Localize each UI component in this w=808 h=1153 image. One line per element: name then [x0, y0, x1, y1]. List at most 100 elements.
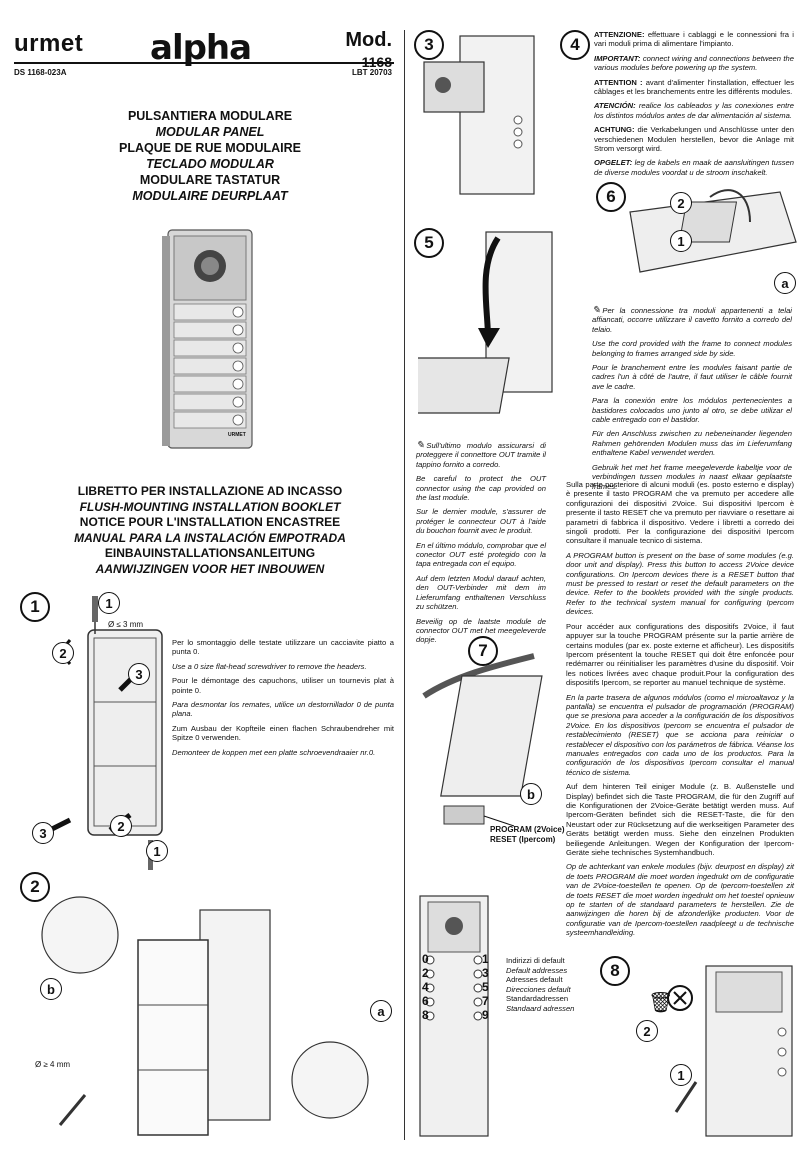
address-8: 8 — [422, 1008, 429, 1022]
address-label-en: Default addresses — [506, 965, 568, 975]
step-1-text-nl: Demonteer de koppen met een platte schro… — [172, 747, 376, 757]
step-4-it: ATTENZIONE: effettuare i cablaggi e le c… — [594, 30, 794, 49]
step-2-diameter: Ø ≥ 4 mm — [35, 1060, 71, 1069]
booklet-en: FLUSH-MOUNTING INSTALLATION BOOKLET — [79, 499, 341, 514]
step-5-note-it: ✎Sull'ultimo modulo assicurarsi di prote… — [416, 441, 546, 469]
program-nl: Op de achterkant van enkele modules (bij… — [566, 862, 794, 938]
address-0: 0 — [422, 952, 429, 966]
address-label-es: Direcciones default — [506, 984, 571, 994]
step-4-es-body: realice los cableados y las conexiones e… — [594, 101, 794, 120]
step-4-nl-lead: OPGELET: — [594, 158, 633, 168]
step-1-sub-1-top: 1 — [98, 592, 120, 614]
booklet-it: LIBRETTO PER INSTALLAZIONE AD INCASSO — [77, 484, 343, 498]
step-6-note-en: Use the cord provided with the frame to … — [592, 339, 792, 358]
address-label-it: Indirizzi di default — [506, 956, 565, 965]
note-icon: ✎ — [592, 305, 601, 316]
program-de: Auf dem hinteren Teil einiger Module (z.… — [566, 782, 794, 858]
step-7-sub-b: b — [520, 783, 542, 805]
alpha-logo: alpha — [150, 28, 252, 68]
step-7-diagram — [414, 636, 564, 856]
step-1-text: Per lo smontaggio delle testate utilizza… — [172, 638, 394, 762]
step-5-diagram — [418, 228, 558, 418]
step-1-sub-1-bottom: 1 — [146, 840, 168, 862]
step-1-text-it: Per lo smontaggio delle testate utilizza… — [172, 638, 394, 657]
step-4-it-lead: ATTENZIONE: — [594, 30, 645, 39]
panel-logo-text: URMET — [228, 432, 246, 438]
step-4-nl: OPGELET: leg de kabels en maak de aanslu… — [594, 158, 794, 177]
step-1-text-fr: Pour le démontage des capuchons, utilise… — [172, 676, 394, 695]
step-6-sub-2: 2 — [670, 192, 692, 214]
step-4-es-lead: ATENCIÓN: — [594, 101, 636, 111]
step-1-sub-3-bottom: 3 — [32, 822, 54, 844]
urmet-logo: urmet — [14, 30, 84, 57]
program-texts: Sulla parte posteriore di alcuni moduli … — [566, 480, 794, 943]
title-de: MODULARE TASTATUR — [139, 173, 281, 187]
booklet-es: MANUAL PARA LA INSTALACIÓN EMPOTRADA — [74, 530, 346, 545]
step-1-sub-2-top: 2 — [52, 642, 74, 664]
step-1-diameter: Ø ≤ 3 mm — [108, 620, 144, 629]
program-label: PROGRAM (2Voice) — [490, 825, 565, 834]
step-8-sub-2: 2 — [636, 1020, 658, 1042]
booklet-fr: NOTICE POUR L'INSTALLATION ENCASTREE — [79, 515, 341, 529]
address-9: 9 — [482, 1008, 489, 1022]
step-6-note-nl: Gebruik het met het frame meegeleverde k… — [592, 462, 792, 491]
address-7: 7 — [482, 994, 489, 1008]
step-6-note-it: ✎Per la connessione tra moduli appartene… — [592, 306, 792, 334]
step-4-text: ATTENZIONE: effettuare i cablaggi e le c… — [594, 30, 794, 182]
title-en: MODULAR PANEL — [155, 125, 265, 139]
step-6-diagram — [620, 182, 800, 294]
step-3-marker: 3 — [414, 30, 444, 60]
step-6-note-es: Para la conexión entre los módulos perte… — [592, 396, 792, 425]
step-6-marker: 6 — [596, 182, 626, 212]
model-block: Mod. 1168 — [340, 30, 392, 70]
title-fr: PLAQUE DE RUE MODULAIRE — [119, 141, 301, 155]
step-4-fr-body: avant d'alimenter l'installation, effect… — [594, 77, 794, 97]
address-labels: Indirizzi di default Default addresses A… — [506, 956, 574, 1014]
address-label-fr: Adresses default — [506, 975, 563, 985]
step-1-marker: 1 — [20, 592, 50, 622]
address-label-de: Standardadressen — [506, 994, 569, 1004]
step-5-note-en: Be careful to protect the OUT connector … — [416, 474, 546, 503]
title-it: PULSANTIERA MODULARE — [127, 109, 293, 123]
step-6-note-fr: Pour le branchement entre les modules fa… — [592, 363, 792, 391]
step-4-de: ACHTUNG: die Verkabelungen und Anschlüss… — [594, 125, 794, 153]
step-1-sub-2-bottom: 2 — [110, 815, 132, 837]
step-2-diagram — [40, 880, 400, 1140]
address-3: 3 — [482, 966, 489, 980]
address-right-numbers: 1 3 5 7 9 — [482, 952, 489, 1022]
step-1-text-en: Use a 0 size flat-head screwdriver to re… — [172, 661, 367, 671]
step-5-note-it-text: Sull'ultimo modulo assicurarsi di proteg… — [416, 441, 546, 469]
step-2-sub-b: b — [40, 978, 62, 1000]
address-left-numbers: 0 2 4 6 8 — [422, 952, 429, 1022]
step-4-en-lead: IMPORTANT: — [594, 53, 641, 63]
program-en: A PROGRAM button is present on the base … — [566, 550, 794, 617]
booklet-nl: AANWIJZINGEN VOOR HET INBOUWEN — [95, 561, 325, 576]
address-1: 1 — [482, 952, 489, 966]
step-8-marker: 8 — [600, 956, 630, 986]
step-4-en-body: connect wiring and connections between t… — [594, 53, 794, 73]
step-7-marker: 7 — [468, 636, 498, 666]
address-label-nl: Standaard adressen — [506, 1003, 575, 1013]
step-3-diagram — [418, 30, 538, 195]
step-5-note-de: Auf dem letzten Modul darauf achten, den… — [416, 573, 546, 612]
step-5-marker: 5 — [414, 228, 444, 258]
model-label: Mod. — [345, 29, 392, 51]
step-5-notes: ✎Sull'ultimo modulo assicurarsi di prote… — [416, 441, 546, 650]
reset-label: RESET (Ipercom) — [490, 835, 556, 844]
step-5-note-fr: Sur le dernier module, s'assurer de prot… — [416, 507, 546, 536]
note-icon: ✎ — [416, 440, 425, 451]
title-nl: MODULAIRE DEURPLAAT — [132, 189, 288, 203]
column-divider — [404, 30, 405, 1140]
step-8-diagram — [636, 962, 796, 1140]
step-2-sub-a: a — [370, 1000, 392, 1022]
step-6-sub-1: 1 — [670, 230, 692, 252]
address-2: 2 — [422, 966, 429, 980]
step-4-fr-lead: ATTENTION : — [594, 77, 643, 87]
step-4-marker: 4 — [560, 30, 590, 60]
address-panel-diagram — [416, 892, 492, 1140]
program-fr: Pour accéder aux configurations des disp… — [566, 621, 794, 688]
address-6: 6 — [422, 994, 429, 1008]
step-6-notes: ✎Per la connessione tra moduli appartene… — [592, 306, 792, 496]
step-4-it-body: effettuare i cablaggi e le connessioni f… — [594, 30, 794, 49]
doc-code: DS 1168-023A — [14, 68, 67, 77]
